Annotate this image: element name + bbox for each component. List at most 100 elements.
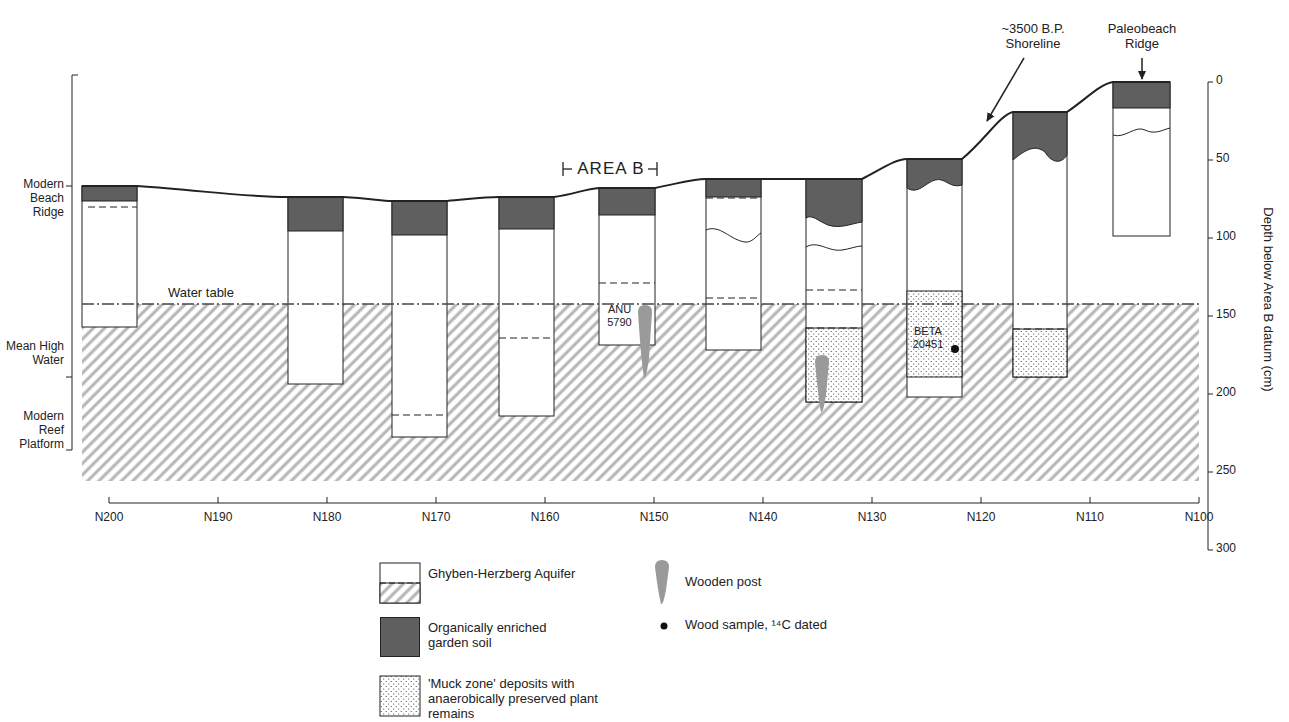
trench-columns-part [599, 283, 655, 284]
trench-columns-part [806, 245, 862, 250]
trench-columns-part [499, 197, 554, 229]
left-axis-part [72, 75, 78, 76]
label: N120 [956, 511, 1006, 525]
trench-columns-part [392, 201, 447, 235]
left-axis-part [66, 450, 72, 451]
grid-ticks-part [981, 497, 982, 503]
trench-columns-part [392, 415, 447, 416]
area-b-brackets-part [563, 168, 572, 169]
label: N100 [1174, 511, 1224, 525]
trench-columns-part [599, 188, 655, 215]
trench-columns-part [88, 207, 137, 208]
label: ~3500 B.P. Shoreline [985, 22, 1081, 52]
label: 0 [1216, 74, 1256, 88]
legend-text: Ghyben-Herzberg Aquifer [428, 567, 578, 582]
callout-arrows [987, 58, 1142, 121]
legend-symbols-part [380, 583, 420, 603]
grid-ticks-part [1090, 497, 1091, 503]
legend-symbols-part [655, 560, 669, 604]
ground-surface [82, 82, 1170, 201]
label: 50 [1216, 152, 1256, 166]
trench-columns-part [499, 338, 554, 339]
label: N140 [738, 511, 788, 525]
trench-columns-part [1113, 82, 1170, 236]
trench-columns-part [1013, 329, 1067, 330]
trench-columns-part [1013, 112, 1067, 377]
grid-ticks-part [436, 497, 437, 503]
label: Water table [168, 286, 278, 301]
trench-columns-part [1013, 329, 1067, 377]
area-b-brackets-part [648, 168, 657, 169]
grid-ticks-part [1199, 497, 1200, 503]
label: Modern Reef Platform [4, 410, 64, 451]
callout-arrows-part [1141, 58, 1143, 79]
legend-symbols-part [380, 583, 420, 584]
trench-columns-part [706, 298, 761, 299]
water-table-line [82, 304, 1199, 305]
trench-columns-part [706, 229, 761, 242]
depth-ticks-part [1208, 550, 1213, 551]
label: ANU 5790 [601, 303, 638, 328]
grid-ticks-part [109, 497, 110, 503]
label: 100 [1216, 230, 1256, 244]
trench-columns-part [1113, 82, 1170, 108]
label: N170 [411, 511, 461, 525]
label: Paleobeach Ridge [1097, 22, 1187, 52]
trench-columns-part [1113, 128, 1170, 136]
trench-columns-part [806, 328, 862, 329]
legend-symbols-part [380, 563, 420, 603]
legend-text: 'Muck zone' deposits with anaerobically … [428, 677, 603, 722]
wood-sample-dot-part [951, 345, 959, 353]
left-axis [66, 75, 78, 450]
depth-ticks [1208, 82, 1213, 550]
water-table-line-part [82, 303, 1199, 305]
grid-ticks-part [763, 497, 764, 503]
label: 250 [1216, 464, 1256, 478]
left-axis-part [66, 377, 72, 378]
label: BETA 20451 [907, 325, 949, 350]
trench-columns-part [288, 197, 343, 384]
label: N190 [193, 511, 243, 525]
wood-sample-dot [951, 345, 959, 353]
grid-ticks-part [218, 497, 219, 503]
legend-symbols-part [380, 676, 420, 716]
label: Mean High Water [4, 340, 64, 368]
legend-text: Wooden post [685, 575, 835, 590]
label: 150 [1216, 308, 1256, 322]
label: N150 [629, 511, 679, 525]
legend-text: Wood sample, ¹⁴C dated [685, 618, 865, 633]
trench-columns-part [706, 179, 761, 197]
depth-ticks-part [1208, 82, 1213, 83]
trench-columns-part [706, 179, 761, 350]
left-axis-part [72, 75, 73, 450]
depth-ticks-part [1208, 316, 1213, 317]
trench-columns-part [82, 186, 137, 201]
wooden-post-part [638, 305, 652, 378]
grid-ticks-part [654, 497, 655, 503]
trench-columns-part [907, 159, 962, 190]
depth-ticks-part [1208, 394, 1213, 395]
label: N130 [847, 511, 897, 525]
ground-surface-part [82, 82, 1170, 201]
trench-columns-part [706, 198, 761, 199]
label: 300 [1216, 542, 1256, 556]
trench-columns [82, 82, 1170, 437]
label: 200 [1216, 386, 1256, 400]
grid-ticks [109, 497, 1199, 503]
trench-columns-part [392, 201, 447, 437]
wooden-post-part [815, 355, 829, 412]
left-axis-part [66, 186, 72, 187]
label: AREA B [572, 159, 650, 179]
wooden-post [638, 305, 829, 412]
aquifer-part [82, 304, 1199, 481]
axis-title: Depth below Area B datum (cm) [1261, 149, 1276, 449]
label: N160 [520, 511, 570, 525]
label: Modern Beach Ridge [4, 178, 64, 219]
depth-ticks-part [1208, 238, 1213, 239]
trench-columns-part [806, 179, 862, 227]
trench-columns-part [806, 179, 862, 402]
legend-text: Organically enriched garden soil [428, 621, 578, 651]
grid-ticks-part [327, 497, 328, 503]
legend-swatch [380, 617, 420, 657]
